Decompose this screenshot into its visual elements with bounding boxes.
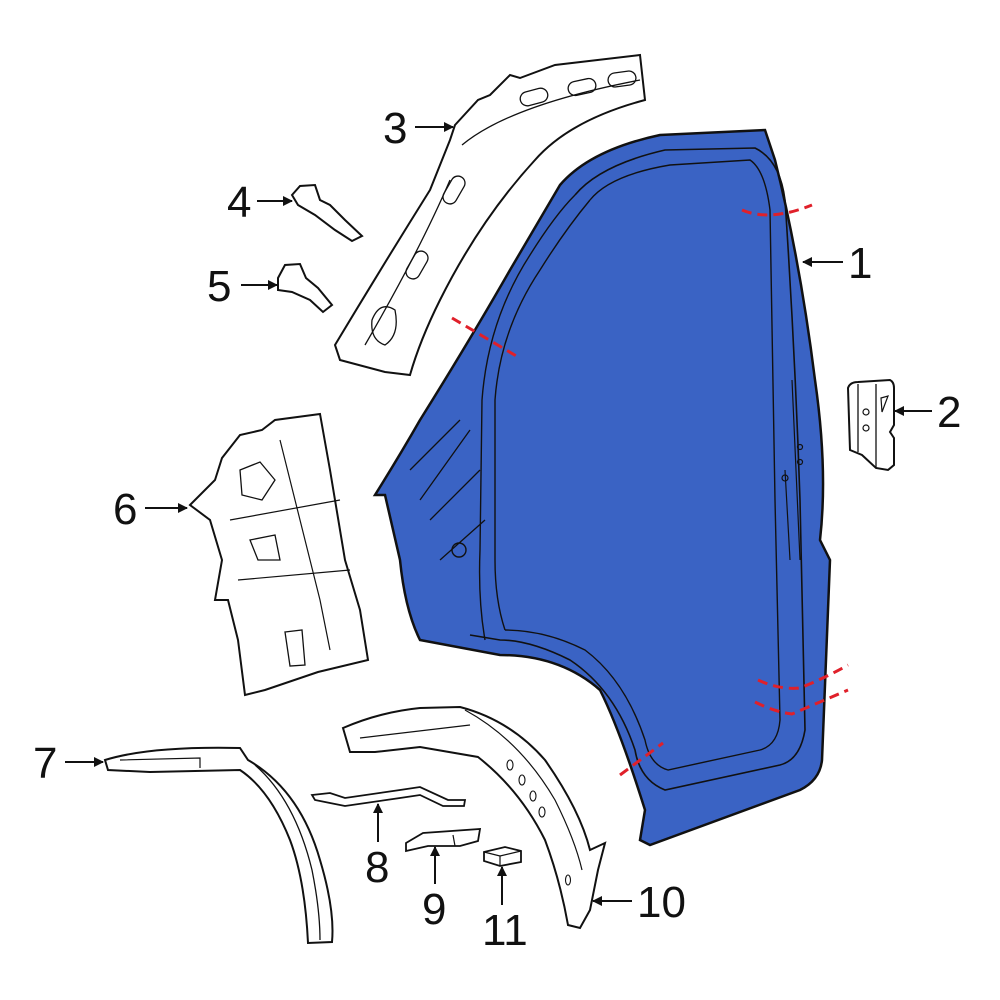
part-11-spacer-block[interactable] <box>483 846 522 867</box>
part-4-upper-bracket[interactable] <box>290 183 364 243</box>
callout-4: 4 <box>227 178 252 227</box>
callout-10: 10 <box>637 878 686 927</box>
part-7-front-wheelhouse-arch[interactable] <box>103 746 334 945</box>
callout-9: 9 <box>422 885 447 934</box>
callout-3: 3 <box>383 104 408 153</box>
callout-1: 1 <box>848 239 873 288</box>
part-10-rear-wheelhouse-arch[interactable] <box>341 705 607 930</box>
part-5-lower-bracket[interactable] <box>277 262 334 314</box>
part-1-side-panel[interactable] <box>372 128 849 847</box>
callout-7: 7 <box>33 739 58 788</box>
callout-6: 6 <box>113 485 138 534</box>
leader-arrows <box>65 122 932 906</box>
callout-5: 5 <box>207 262 232 311</box>
part-2-bracket[interactable] <box>846 378 895 472</box>
callout-8: 8 <box>365 843 390 892</box>
part-8-reinforcement-strip[interactable] <box>310 786 467 807</box>
part-9-small-bracket[interactable] <box>405 828 482 853</box>
callout-2: 2 <box>937 388 962 437</box>
callout-11: 11 <box>482 906 528 955</box>
part-3-pillar-reinforcement[interactable] <box>333 53 647 377</box>
part-6-inner-pillar-panel[interactable] <box>188 412 370 697</box>
